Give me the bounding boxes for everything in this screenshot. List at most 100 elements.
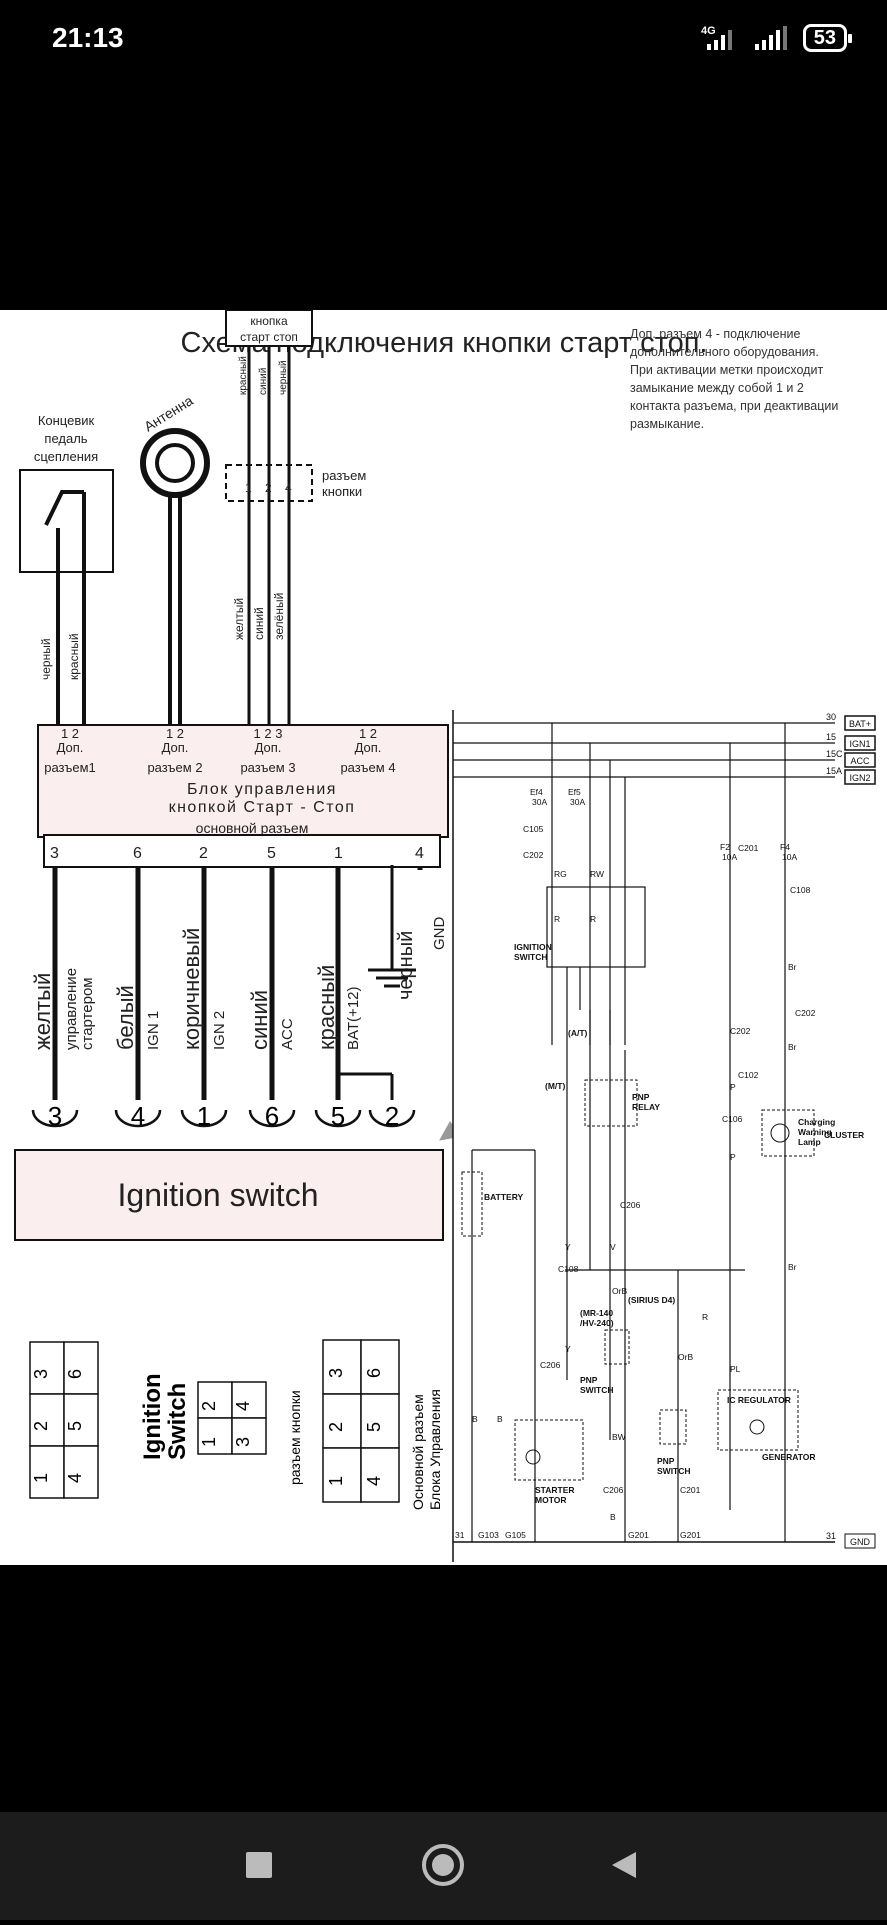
note-line: замыкание между собой 1 и 2	[630, 381, 804, 395]
button-wire-top-label: красный	[238, 356, 249, 395]
schematic-note: (SIRIUS D4)	[628, 1295, 675, 1305]
ground-point: G201	[680, 1530, 701, 1540]
connector-label: C206	[540, 1360, 561, 1370]
schematic-note: (A/T)	[568, 1028, 588, 1038]
wire-color-label: белый	[113, 985, 138, 1050]
wire-signal-label: IGN 2	[211, 1011, 228, 1050]
ignition-pinout-pin: 5	[65, 1421, 85, 1431]
button-pinout-cell	[197, 1381, 233, 1419]
rail-tag	[844, 769, 876, 785]
svg-text:Блок управления: Блок управления	[187, 781, 337, 798]
wire-label-black: черный	[39, 638, 53, 680]
wire-color-label: коричневый	[179, 928, 204, 1050]
connector-label: C202	[795, 1008, 816, 1018]
component-label: PNP	[580, 1375, 598, 1385]
component-label: CLUSTER	[824, 1130, 864, 1140]
main-pinout-cell	[360, 1393, 400, 1449]
ignition-pin-number: 5	[331, 1101, 345, 1131]
svg-text:GND: GND	[850, 1537, 871, 1547]
ignition-switch-box: Ignition switch	[14, 1149, 444, 1241]
clutch-switch-label: сцепления	[34, 449, 98, 464]
component-label: GENERATOR	[762, 1452, 816, 1462]
fuse-label: 10A	[782, 852, 797, 862]
button-pinout-pin: 4	[233, 1401, 253, 1411]
connector-label: C105	[523, 824, 544, 834]
ignition-pin-socket	[31, 1109, 79, 1128]
svg-text:4G: 4G	[701, 25, 716, 37]
wire-code: P	[730, 1152, 736, 1162]
main-pinout-pin: 5	[364, 1422, 384, 1432]
wiring-diagram-image[interactable]: Схема подключения кнопки старт стоп. Доп…	[0, 309, 887, 1565]
wire-code: Br	[788, 1042, 797, 1052]
ignition-pin-number: 4	[131, 1101, 145, 1131]
ignition-pinout-title: Ignition	[139, 1373, 166, 1460]
wire-code: PL	[730, 1364, 741, 1374]
button-wire-label: желтый	[232, 598, 246, 640]
button-pinout-pin: 3	[233, 1437, 253, 1447]
component-label: IC REGULATOR	[727, 1395, 791, 1405]
button-pin: 4	[285, 481, 292, 495]
main-pinout-title: Блока Управления	[427, 1389, 443, 1510]
clock: 21:13	[52, 22, 124, 53]
ignition-pin-socket	[114, 1109, 162, 1128]
button-pinout-pin: 1	[199, 1437, 219, 1447]
connector-name: разъем 2	[147, 760, 202, 775]
wire-color-label: синий	[247, 990, 272, 1050]
wire-code: V	[610, 1242, 616, 1252]
button-wire-label: синий	[252, 607, 266, 640]
ground-number: 31	[455, 1530, 465, 1540]
button-pin: 1	[245, 481, 252, 495]
home-icon[interactable]	[422, 1844, 464, 1886]
fuse-label: 30A	[570, 797, 585, 807]
main-pinout-pin: 4	[364, 1476, 384, 1486]
connector-pins: 1 2	[166, 726, 184, 741]
main-pinout-cell	[360, 1339, 400, 1395]
main-pinout-pin: 3	[326, 1368, 346, 1378]
wire-code: R	[590, 914, 596, 924]
wire-code: RG	[554, 869, 567, 879]
ignition-pinout-cell	[63, 1445, 99, 1499]
button-pin: 2	[265, 481, 272, 495]
component-label: PNP	[632, 1092, 650, 1102]
fuse-label: F4	[780, 842, 790, 852]
svg-text:кнопка: кнопка	[250, 314, 288, 328]
ground-point: G103	[478, 1530, 499, 1540]
connector-pins: 1 2 3	[254, 726, 283, 741]
rail-label: ACC	[850, 756, 870, 766]
button-wire-top-label: черный	[278, 360, 289, 395]
note-line: При активации метки происходит	[630, 363, 823, 377]
component-label: Warning	[798, 1127, 832, 1137]
wire-code: OrB	[612, 1286, 627, 1296]
recents-icon[interactable]	[246, 1852, 272, 1878]
connector-pins: 1 2	[359, 726, 377, 741]
wire-signal-label: BAT(+12)	[345, 987, 362, 1051]
component-label: IGNITION	[514, 942, 552, 952]
back-icon[interactable]	[612, 1852, 636, 1878]
component-label: MOTOR	[535, 1495, 566, 1505]
ignition-pinout-cell	[29, 1393, 65, 1447]
main-pin: 1	[334, 845, 343, 862]
wire-code: B	[497, 1414, 503, 1424]
ignition-pinout-title: Switch	[164, 1383, 191, 1460]
connector-name: Доп.	[255, 740, 282, 755]
connector-name: Доп.	[355, 740, 382, 755]
ignition-pin-socket	[314, 1109, 362, 1128]
ignition-pinout-pin: 6	[65, 1369, 85, 1379]
fuse-label: 30A	[532, 797, 547, 807]
note-line: Доп. разъем 4 - подключение	[630, 327, 800, 341]
schematic-note: /HV-240)	[580, 1318, 614, 1328]
wire-code: Y	[565, 1242, 571, 1252]
wire-code: RW	[590, 869, 604, 879]
button-pinout-pin: 2	[199, 1401, 219, 1411]
connector-label: C202	[730, 1026, 751, 1036]
svg-text:разъем: разъем	[322, 468, 366, 483]
schematic-note: (MR-140	[580, 1308, 613, 1318]
wire-signal-label: GND	[431, 917, 448, 951]
component-label: PNP	[657, 1456, 675, 1466]
button-pinout-cell	[231, 1381, 267, 1419]
